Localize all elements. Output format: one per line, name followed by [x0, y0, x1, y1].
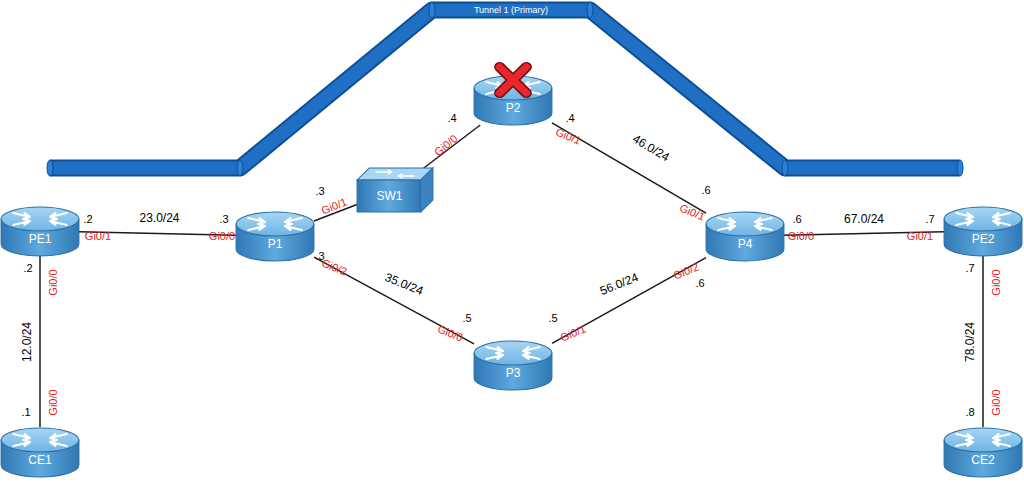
host-address: .6	[695, 277, 704, 290]
node-outline	[0, 204, 80, 258]
device-name: CE2	[943, 453, 1023, 467]
host-address: .3	[219, 213, 228, 226]
subnet-label: 23.0/24	[138, 211, 180, 225]
host-address: .2	[83, 213, 92, 226]
router-icon: PE1	[0, 204, 80, 258]
host-address: .4	[447, 112, 456, 125]
host-address: .5	[462, 312, 471, 325]
network-link	[983, 256, 984, 427]
host-address: .7	[965, 262, 974, 275]
router-icon: P1	[235, 209, 315, 263]
subnet-label: 35.0/24	[382, 269, 426, 298]
router-icon: CE1	[0, 425, 80, 479]
router-icon: P4	[705, 209, 785, 263]
interface-name: Gi0/0	[209, 230, 235, 243]
host-address: .8	[965, 406, 974, 419]
node-outline	[943, 204, 1023, 258]
interface-name: Gi0/2	[319, 256, 348, 278]
switch-icon: SW1	[356, 167, 434, 213]
node-outline	[473, 338, 553, 392]
router-icon: CE2	[943, 425, 1023, 479]
interface-name: Gi0/0	[435, 322, 464, 344]
device-name: PE2	[943, 232, 1023, 246]
host-address: .6	[701, 184, 710, 197]
node-outline	[235, 209, 315, 263]
interface-name: Gi0/1	[553, 125, 582, 147]
interface-name: Gi0/0	[989, 389, 1002, 415]
node-outline	[705, 209, 785, 263]
tunnel-name: Tunnel 1 (Primary)	[432, 4, 590, 16]
router-icon: P2	[473, 73, 553, 127]
subnet-label: 56.0/24	[597, 269, 641, 298]
device-name: P1	[235, 237, 315, 251]
host-address: .4	[565, 112, 574, 125]
router-icon: PE2	[943, 204, 1023, 258]
network-link	[552, 258, 706, 344]
interface-name: Gi0/1	[85, 230, 111, 243]
node-outline	[473, 73, 553, 127]
host-address: .6	[792, 213, 801, 226]
device-name: P4	[705, 237, 785, 251]
host-address: .5	[548, 312, 557, 325]
subnet-label: 78.0/24	[963, 320, 977, 362]
interface-name: Gi0/0	[46, 269, 59, 295]
interface-name: Gi0/0	[788, 230, 814, 243]
host-address: .7	[925, 213, 934, 226]
network-link	[423, 125, 481, 169]
interface-name: Gi0/0	[432, 132, 461, 159]
interface-name: Gi0/1	[907, 230, 933, 243]
interface-name: Gi0/1	[558, 322, 587, 344]
router-icon: P3	[473, 338, 553, 392]
device-name: P2	[473, 101, 553, 115]
host-address: .2	[23, 262, 32, 275]
network-link	[552, 123, 706, 213]
network-link	[40, 256, 41, 427]
subnet-label: 67.0/24	[843, 212, 885, 226]
device-name: CE1	[0, 453, 80, 467]
interface-name: Gi0/0	[989, 269, 1002, 295]
node-outline	[943, 425, 1023, 479]
subnet-label: 12.0/24	[20, 320, 34, 362]
subnet-label: 46.0/24	[629, 131, 672, 165]
device-name: SW1	[357, 189, 422, 203]
interface-name: Gi0/0	[46, 389, 59, 415]
host-address: .1	[21, 406, 30, 419]
node-outline	[0, 425, 80, 479]
device-name: P3	[473, 366, 553, 380]
host-address: .3	[315, 185, 324, 198]
device-name: PE1	[0, 232, 80, 246]
